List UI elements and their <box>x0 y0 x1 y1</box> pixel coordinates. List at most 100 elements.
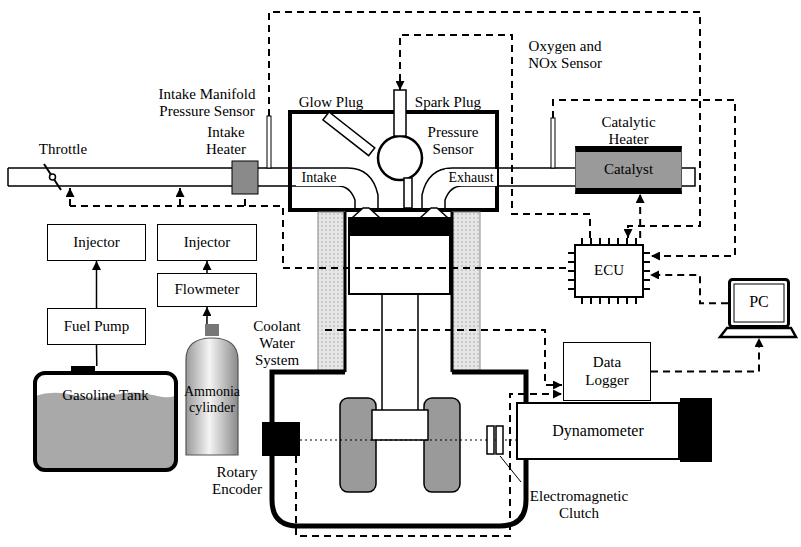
drawing-part <box>487 426 494 454</box>
drawing-part <box>568 261 575 263</box>
node-label: ECU <box>594 262 624 279</box>
drawing-part <box>608 297 610 304</box>
oxygen-sensor <box>551 118 555 168</box>
catalyst-box: Catalytic HeaterCatalyst <box>575 146 682 194</box>
crankcase <box>272 372 526 526</box>
crank-pin <box>372 410 428 440</box>
rotary-encoder <box>262 422 300 456</box>
node-label: Fuel Pump <box>64 318 129 335</box>
supply-line <box>206 261 208 273</box>
part-label: Throttle <box>30 141 96 158</box>
drawing-part <box>35 373 176 470</box>
logger-box: Data Logger <box>563 342 651 401</box>
coolant-jacket <box>452 212 480 372</box>
signal-line <box>650 275 728 303</box>
pump-box: Fuel Pump <box>47 308 146 345</box>
sensor-label: Oxygen and NOx Sensor <box>515 38 615 72</box>
drawing-part <box>581 238 583 245</box>
ecu-chip: ECU <box>568 238 650 304</box>
drawing-part <box>269 12 700 238</box>
pressure-sensor <box>404 178 412 208</box>
supply-line <box>206 307 208 324</box>
combustion-chamber <box>378 136 422 180</box>
drawing-part <box>635 297 637 304</box>
drawing-part <box>643 270 650 272</box>
part-label: Spark Plug <box>410 94 486 111</box>
drawing-part <box>643 288 650 290</box>
drawing-part <box>422 168 497 210</box>
drawing-part <box>568 252 575 254</box>
drawing-part <box>553 100 735 256</box>
drawing-part <box>730 280 789 327</box>
connecting-rod <box>382 290 418 414</box>
drawing-part <box>734 284 784 322</box>
drawing-part <box>445 186 497 210</box>
drawing-part <box>643 279 650 281</box>
drawing-part <box>323 112 375 156</box>
drawing-part <box>352 208 380 218</box>
sensor-label: Pressure Sensor <box>423 124 483 158</box>
drawing-part <box>179 188 181 206</box>
drawing-part <box>608 238 610 245</box>
shaft-axis <box>300 440 516 441</box>
piston <box>349 218 450 294</box>
drawing-part <box>643 252 650 254</box>
node-label: Dynamometer <box>552 422 644 440</box>
drawing-part <box>590 238 592 245</box>
laptop: PC <box>728 278 790 338</box>
dynamometer-end <box>680 398 712 462</box>
flowmeter-box: Flowmeter <box>157 273 257 307</box>
drawing-part <box>626 238 628 245</box>
piston-crown <box>349 218 450 236</box>
drawing-part <box>244 195 246 206</box>
spark-plug <box>394 90 406 136</box>
part-label: Electromagnetic Clutch <box>520 488 638 522</box>
drawing-part <box>643 261 650 263</box>
drawing-part <box>44 164 61 190</box>
drawing-part <box>617 297 619 304</box>
part-label: Rotary Encoder <box>206 464 268 498</box>
part-label: Intake Heater <box>196 124 256 158</box>
throttle-symbol <box>44 164 61 190</box>
coolant-jacket <box>318 212 345 372</box>
fuel-tank-outline <box>33 366 178 472</box>
sensor-label: Intake Manifold Pressure Sensor <box>150 86 264 120</box>
drawing-part <box>205 324 219 336</box>
signal-line <box>651 338 759 372</box>
drawing-part <box>599 238 601 245</box>
drawing-part <box>344 212 347 372</box>
manifold-pressure-sensor <box>267 116 271 168</box>
node-label: Ammonia cylinder <box>184 384 240 416</box>
drawing-part <box>575 245 643 297</box>
drawing-part <box>568 288 575 290</box>
heading-label: Catalytic Heater <box>593 114 665 149</box>
supply-line <box>96 261 98 308</box>
crank-web <box>424 398 460 492</box>
drawing-part <box>635 238 637 245</box>
intake-heater <box>232 161 258 194</box>
port-label: Intake <box>296 169 342 186</box>
drawing-part <box>35 393 176 471</box>
part-label: Coolant Water System <box>248 318 306 369</box>
port-label: Exhaust <box>445 169 497 186</box>
node-label: Injector <box>73 234 120 251</box>
node-label: Injector <box>184 234 231 251</box>
supply-line <box>96 345 98 366</box>
drawing-part <box>69 188 71 206</box>
drawing-part <box>581 297 583 304</box>
node-label: PC <box>749 293 769 311</box>
drawing-part <box>50 174 56 180</box>
gas-cylinder: Ammonia cylinder <box>184 324 240 456</box>
glow-plug <box>323 112 375 156</box>
drawing-part <box>590 297 592 304</box>
part-label: Glow Plug <box>293 94 369 111</box>
electromagnetic-clutch <box>487 426 503 454</box>
injector-box: Injector <box>157 224 257 261</box>
drawing-part <box>496 426 503 454</box>
fuel-tank: Gasoline Tank <box>33 366 178 472</box>
node-label: Data Logger <box>576 354 638 389</box>
drawing-part <box>420 208 448 218</box>
injector-box: Injector <box>47 224 146 261</box>
crank-web <box>340 398 376 492</box>
